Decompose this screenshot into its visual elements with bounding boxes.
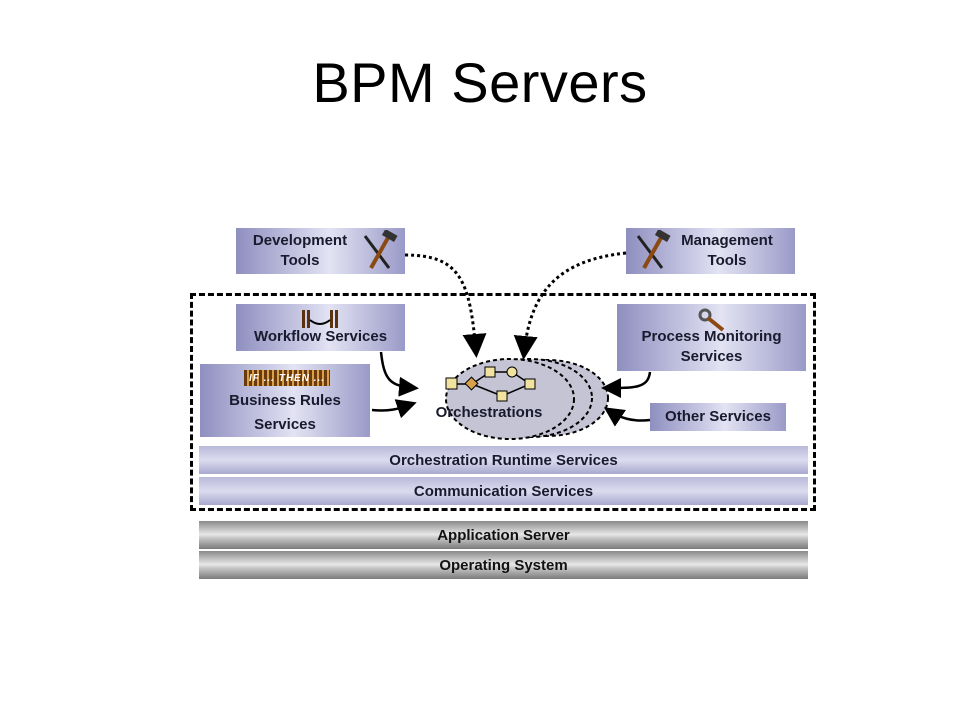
orchestrations-label: Orchestrations <box>435 404 543 421</box>
communication-services-bar: Communication Services <box>199 477 808 505</box>
management-tools-label-line1: Management <box>681 232 773 249</box>
orchestration-runtime-label: Orchestration Runtime Services <box>389 451 618 469</box>
process-monitoring-services-box: Process Monitoring Services <box>617 304 806 371</box>
development-tools-box: Development Tools <box>236 228 405 274</box>
wrench-icon <box>698 308 725 332</box>
bpm-server-boundary <box>190 293 816 511</box>
application-server-label: Application Server <box>437 526 570 544</box>
business-rules-label-line2: Services <box>254 415 316 433</box>
process-monitoring-label-line2: Services <box>680 347 743 365</box>
operating-system-label: Operating System <box>439 556 568 574</box>
application-server-bar: Application Server <box>199 521 808 549</box>
workflow-services-label: Workflow Services <box>253 328 388 345</box>
page-title: BPM Servers <box>312 51 648 114</box>
operating-system-bar: Operating System <box>199 551 808 579</box>
development-tools-label-line1: Development <box>252 232 348 249</box>
workflow-services-box: Workflow Services <box>236 304 405 351</box>
hammer-screwdriver-icon <box>363 230 398 269</box>
business-rules-label-line1: Business Rules <box>229 391 341 409</box>
management-tools-box: Management Tools <box>626 228 795 274</box>
workflow-icon <box>302 310 338 328</box>
hammer-screwdriver-icon <box>636 230 671 269</box>
development-tools-label-line2: Tools <box>280 252 320 269</box>
communication-services-label: Communication Services <box>413 482 594 500</box>
orchestration-ellipse-front <box>445 358 575 440</box>
if-then-badge: IF ... THEN ... <box>244 370 330 386</box>
management-tools-label-line2: Tools <box>707 252 747 269</box>
orchestration-runtime-services-bar: Orchestration Runtime Services <box>199 446 808 474</box>
other-services-label: Other Services <box>665 408 771 425</box>
process-monitoring-label-line1: Process Monitoring <box>641 327 782 345</box>
orchestration-flow-icon <box>445 366 536 402</box>
other-services-box: Other Services <box>650 403 786 431</box>
